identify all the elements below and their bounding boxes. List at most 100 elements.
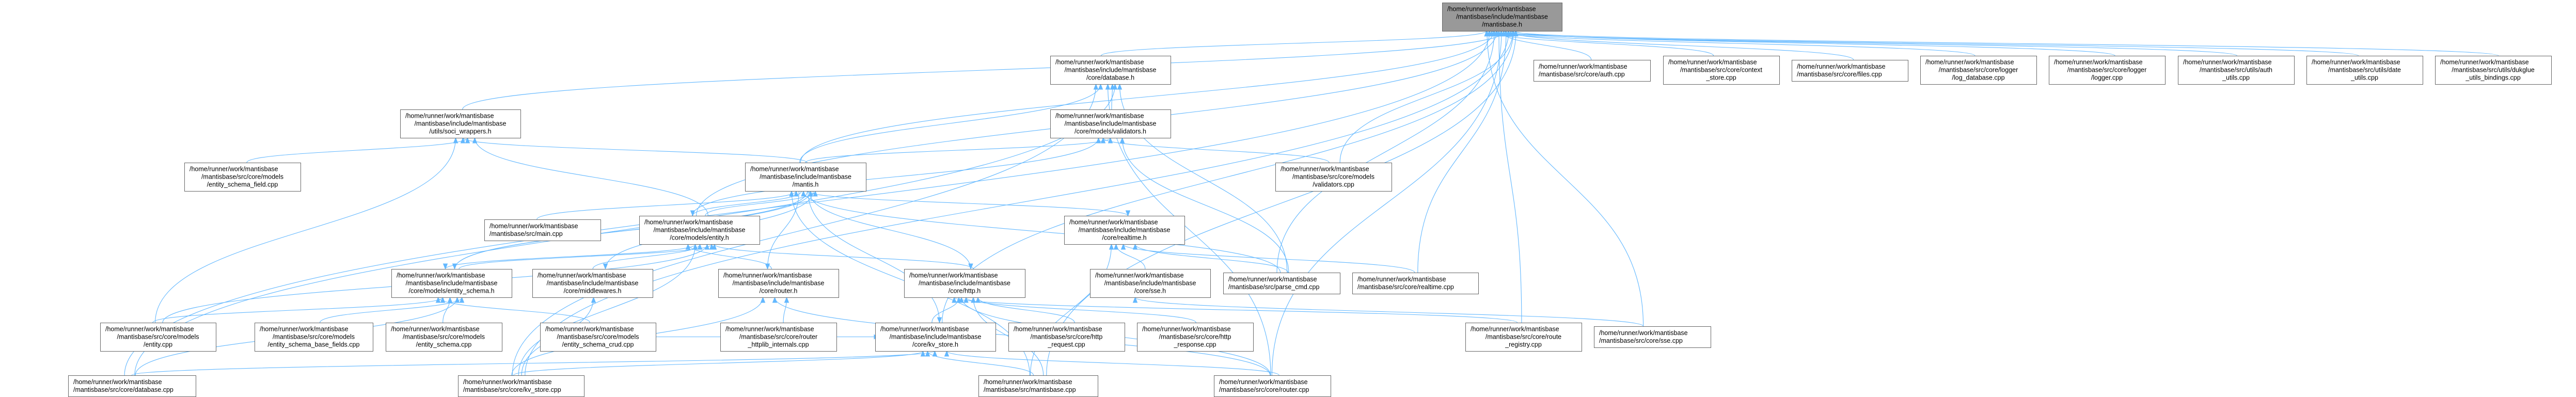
- node-crud-cpp[interactable]: /home/runner/work/mantisbase/mantisbase/…: [540, 323, 656, 352]
- node-router-h[interactable]: /home/runner/work/mantisbase/mantisbase/…: [718, 269, 839, 298]
- node-middlewares-h[interactable]: /home/runner/work/mantisbase/mantisbase/…: [532, 269, 653, 298]
- node-dateutils-cpp[interactable]: /home/runner/work/mantisbase/mantisbase/…: [2306, 56, 2423, 85]
- node-label-line: /mantisbase/include/mantisbase: [890, 334, 982, 341]
- node-context-cpp[interactable]: /home/runner/work/mantisbase/mantisbase/…: [1663, 56, 1780, 85]
- node-http-response-cpp[interactable]: /home/runner/work/mantisbase/mantisbase/…: [1137, 323, 1254, 352]
- node-database-h[interactable]: /home/runner/work/mantisbase/mantisbase/…: [1050, 56, 1171, 85]
- node-dukglue-cpp[interactable]: /home/runner/work/mantisbase/mantisbase/…: [2435, 56, 2552, 85]
- node-http-request-cpp[interactable]: /home/runner/work/mantisbase/mantisbase/…: [1008, 323, 1125, 352]
- edge-router-cpp-to-database-h: [1105, 83, 1271, 376]
- node-mantisbase-h[interactable]: /home/runner/work/mantisbase/mantisbase/…: [1442, 3, 1562, 31]
- node-box: [1090, 269, 1211, 298]
- node-box: [184, 163, 301, 192]
- arrowhead-icon: [460, 137, 466, 144]
- node-validators-h[interactable]: /home/runner/work/mantisbase/mantisbase/…: [1050, 109, 1171, 138]
- arrowhead-icon: [760, 296, 766, 303]
- node-box: [1594, 326, 1711, 348]
- node-route-registry-cpp[interactable]: /home/runner/work/mantisbase/mantisbase/…: [1465, 323, 1582, 352]
- node-files-cpp[interactable]: /home/runner/work/mantisbase/mantisbase/…: [1792, 60, 1908, 82]
- edge-line: [942, 30, 1514, 323]
- node-label-line: /core/sse.h: [1134, 288, 1166, 295]
- node-entity-schema-cpp[interactable]: /home/runner/work/mantisbase/mantisbase/…: [386, 323, 502, 352]
- node-label-line: /mantisbase/src/core/models: [403, 334, 485, 341]
- edge-mantis-h-to-router-h: [765, 190, 799, 270]
- node-soci-h[interactable]: /home/runner/work/mantisbase/mantisbase/…: [400, 109, 521, 138]
- node-label-line: /home/runner/work/mantisbase: [644, 219, 733, 226]
- edge-line: [1276, 30, 1495, 273]
- node-box: [2435, 56, 2552, 85]
- node-label-line: /mantisbase/src/core/route: [1485, 334, 1561, 341]
- node-kv-store-cpp[interactable]: /home/runner/work/mantisbase/mantisbase/…: [458, 375, 584, 397]
- node-sse-cpp[interactable]: /home/runner/work/mantisbase/mantisbase/…: [1594, 326, 1711, 348]
- node-label-line: /home/runner/work/mantisbase: [1228, 276, 1317, 283]
- node-entity-h[interactable]: /home/runner/work/mantisbase/mantisbase/…: [639, 216, 760, 245]
- node-label-line: /validators.cpp: [1313, 181, 1354, 188]
- node-box: [718, 269, 839, 298]
- node-mantis-h[interactable]: /home/runner/work/mantisbase/mantisbase/…: [745, 163, 866, 192]
- edge-base-fields-cpp-to-entity-schema-h: [319, 296, 465, 323]
- edge-line: [1417, 30, 1507, 273]
- node-http-h[interactable]: /home/runner/work/mantisbase/mantisbase/…: [904, 269, 1025, 298]
- edge-entity-cpp-to-soci-h: [155, 137, 459, 323]
- node-main-cpp[interactable]: /home/runner/work/mantisbase/mantisbase/…: [484, 219, 601, 241]
- node-label-line: /mantisbase/src/core/models: [1292, 173, 1374, 181]
- node-kv-store-h[interactable]: /home/runner/work/mantisbase/mantisbase/…: [875, 323, 996, 352]
- node-box: [720, 323, 837, 352]
- node-base-fields-cpp[interactable]: /home/runner/work/mantisbase/mantisbase/…: [255, 323, 373, 352]
- arrowhead-icon: [440, 296, 446, 303]
- node-mantisbase-cpp[interactable]: /home/runner/work/mantisbase/mantisbase/…: [978, 375, 1098, 397]
- node-label-line: /home/runner/work/mantisbase: [1281, 166, 1369, 173]
- node-box: [1920, 56, 2037, 85]
- arrowhead-icon: [963, 296, 969, 303]
- node-label-line: /entity.cpp: [144, 341, 172, 348]
- edge-crud-cpp-to-entity-schema-h: [435, 296, 590, 323]
- node-entity-cpp[interactable]: /home/runner/work/mantisbase/mantisbase/…: [100, 323, 216, 352]
- node-validators-cpp[interactable]: /home/runner/work/mantisbase/mantisbase/…: [1275, 163, 1392, 192]
- node-realtime-h[interactable]: /home/runner/work/mantisbase/mantisbase/…: [1064, 216, 1185, 245]
- edge-line: [513, 351, 924, 376]
- arrowhead-icon: [1513, 30, 1519, 37]
- arrowhead-icon: [784, 296, 789, 303]
- node-label-line: /home/runner/work/mantisbase: [545, 326, 634, 333]
- node-logdb-cpp[interactable]: /home/runner/work/mantisbase/mantisbase/…: [1920, 56, 2037, 85]
- node-router-cpp[interactable]: /home/runner/work/mantisbase/mantisbase/…: [1214, 375, 1331, 397]
- edge-kv-store-cpp-to-kv-store-h: [513, 350, 926, 376]
- arrowhead-icon: [704, 243, 710, 250]
- node-label-line: /entity_schema_base_fields.cpp: [268, 341, 360, 348]
- node-label-line: /home/runner/work/mantisbase: [750, 166, 839, 173]
- node-label-line: /mantisbase/src/core/models: [273, 334, 355, 341]
- node-sse-h[interactable]: /home/runner/work/mantisbase/mantisbase/…: [1090, 269, 1211, 298]
- arrowhead-icon: [690, 210, 696, 217]
- node-parse-cmd-cpp[interactable]: /home/runner/work/mantisbase/mantisbase/…: [1223, 273, 1340, 294]
- node-database-cpp[interactable]: /home/runner/work/mantisbase/mantisbase/…: [68, 375, 196, 397]
- node-label-line: /mantisbase/include/mantisbase: [1065, 67, 1157, 74]
- edge-line: [1134, 244, 1289, 273]
- edge-mantisbase-cpp-to-kv-store-h: [925, 350, 1034, 376]
- node-realtime-cpp[interactable]: /home/runner/work/mantisbase/mantisbase/…: [1352, 273, 1479, 294]
- node-box: [68, 375, 196, 397]
- edge-line: [134, 84, 1116, 376]
- arrowhead-icon: [925, 350, 930, 357]
- node-box: [255, 323, 373, 352]
- node-label-line: /mantisbase/src/core/realtime.cpp: [1357, 283, 1454, 291]
- node-label-line: /utils/soci_wrappers.h: [429, 128, 491, 135]
- arrowhead-icon: [1487, 30, 1492, 37]
- node-auth-cpp[interactable]: /home/runner/work/mantisbase/mantisbase/…: [1534, 60, 1651, 82]
- edge-line: [536, 190, 797, 220]
- node-label-line: /mantisbase/src/core/models: [557, 334, 639, 341]
- node-entity-schema-field-cpp[interactable]: /home/runner/work/mantisbase/mantisbase/…: [184, 163, 301, 192]
- node-box: [540, 323, 656, 352]
- node-label-line: /home/runner/work/mantisbase: [1357, 276, 1446, 283]
- node-httplib-cpp[interactable]: /home/runner/work/mantisbase/mantisbase/…: [720, 323, 837, 352]
- node-label-line: /mantisbase/src/mantisbase.cpp: [984, 386, 1076, 393]
- node-label-line: /home/runner/work/mantisbase: [2312, 59, 2400, 66]
- node-authutils-cpp[interactable]: /home/runner/work/mantisbase/mantisbase/…: [2178, 56, 2295, 85]
- node-label-line: /mantisbase/src/utils/date: [2328, 67, 2401, 74]
- node-entity-schema-h[interactable]: /home/runner/work/mantisbase/mantisbase/…: [391, 269, 512, 298]
- node-logger-cpp[interactable]: /home/runner/work/mantisbase/mantisbase/…: [2049, 56, 2166, 85]
- edge-line: [1107, 84, 1271, 376]
- node-label-line: _registry.cpp: [1505, 341, 1542, 348]
- edge-validators-cpp-to-validators-h: [1100, 137, 1330, 163]
- arrowhead-icon: [459, 296, 465, 303]
- node-label-line: /mantisbase/include/mantisbase: [733, 280, 825, 287]
